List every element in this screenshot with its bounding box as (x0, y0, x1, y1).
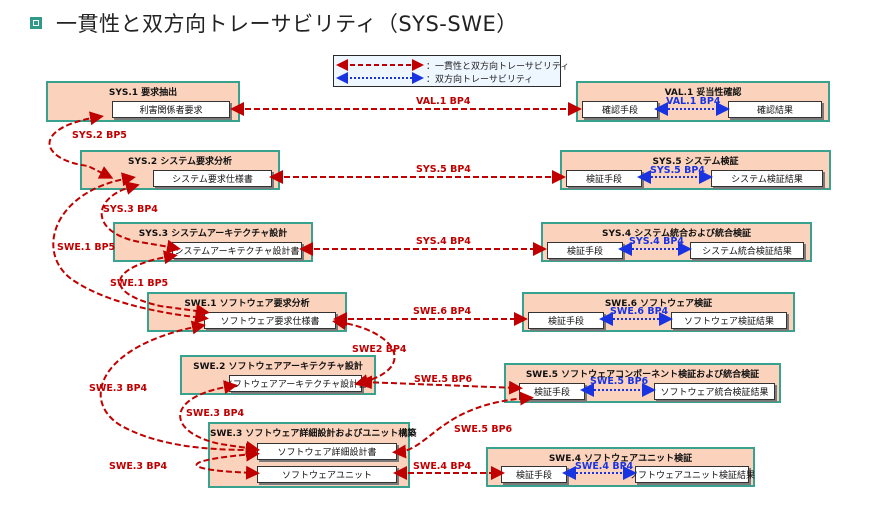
label-sys5-bp4: SYS.5 BP4 (416, 164, 471, 175)
label-sys4-bp4: SYS.4 BP4 (416, 236, 471, 247)
sys4-title: SYS.4 システム統合および統合検証 (601, 229, 752, 239)
label-val1-bp4: VAL.1 BP4 (416, 96, 471, 107)
link-swe3-bp4-c (195, 447, 260, 480)
link-swe2-bp4 (332, 316, 396, 388)
val1-result[interactable]: 確認結果 (728, 101, 822, 118)
sys5-method[interactable]: 検証手段 (566, 170, 642, 187)
label-sys3-bp4: SYS.3 BP4 (103, 204, 158, 215)
label-swe1-bp5-a: SWE.1 BP5 (57, 242, 116, 253)
val1-title: VAL.1 妥当性確認 (664, 88, 742, 98)
sys2-title: SYS.2 システム要求分析 (127, 157, 233, 167)
link-sys2-bp5 (48, 111, 114, 179)
sys1-title: SYS.1 要求抽出 (108, 88, 178, 98)
legend-consistency: ：一貫性と双方向トレーサビリティ (426, 62, 570, 72)
legend-bidirectional: ：双方向トレーサビリティ (426, 75, 534, 85)
link-swe5 (358, 375, 523, 395)
blue-label-swe4: SWE.4 BP4 (575, 461, 634, 472)
label-swe5-bp6-lower: SWE.5 BP6 (454, 424, 513, 435)
sys5-title: SYS.5 システム検証 (652, 157, 739, 167)
swe6-title: SWE.6 ソフトウェア検証 (604, 299, 713, 309)
label-swe4-bp4: SWE.4 BP4 (413, 461, 472, 472)
blue-label-swe6: SWE.6 BP4 (610, 306, 669, 317)
title-row: 一貫性と双方向トレーサビリティ（SYS-SWE） (30, 8, 518, 38)
link-swe1-bp5-a (52, 172, 209, 325)
page-title: 一貫性と双方向トレーサビリティ（SYS-SWE） (56, 12, 518, 36)
legend: ：一貫性と双方向トレーサビリティ ：双方向トレーサビリティ (333, 55, 569, 87)
label-sys2-bp5: SYS.2 BP5 (72, 130, 127, 141)
label-swe3-bp4-c: SWE.3 BP4 (109, 461, 168, 472)
swe5-title: SWE.5 ソフトウェアコンポーネント検証および統合検証 (525, 370, 760, 380)
label-swe5-bp6: SWE.5 BP6 (414, 374, 473, 385)
swe3-title: SWE.3 ソフトウェア詳細設計およびユニット構築 (210, 429, 417, 439)
sys5-box: SYS.5 システム検証 検証手段 システム検証結果 (560, 150, 831, 190)
label-swe2-bp4: SWE2 BP4 (352, 344, 407, 355)
link-swe5-bp6 (392, 391, 534, 459)
link-swe3-bp4-b (179, 380, 260, 455)
sys1-product[interactable]: 利害関係者要求 (112, 101, 230, 118)
link-swe3-bp4-a (99, 320, 260, 457)
blue-label-sys5: SYS.5 BP4 (650, 165, 705, 176)
val1-box: VAL.1 妥当性確認 確認手段 確認結果 (576, 81, 830, 122)
label-swe3-bp4-a: SWE.3 BP4 (89, 383, 148, 394)
swe1-title: SWE.1 ソフトウェア要求分析 (184, 299, 310, 309)
blue-label-val1: VAL.1 BP4 (666, 96, 721, 107)
label-swe3-bp4-b: SWE.3 BP4 (186, 408, 245, 419)
blue-label-sys4: SYS.4 BP4 (629, 236, 684, 247)
sys3-title: SYS.3 システムアーキテクチャ設計 (138, 229, 288, 239)
swe2-title: SWE.2 ソフトウェアアーキテクチャ設計 (193, 362, 363, 372)
link-swe1-bp5-b (118, 250, 210, 318)
link-sys3-bp4 (100, 181, 181, 254)
label-swe6-bp4: SWE.6 BP4 (413, 306, 472, 317)
blue-label-swe5: SWE.5 BP6 (590, 376, 649, 387)
bullet-icon (30, 17, 42, 29)
sys4-result[interactable]: システム統合検証結果 (690, 242, 804, 259)
legend-arrows (336, 59, 424, 84)
label-swe1-bp5-b: SWE.1 BP5 (110, 278, 169, 289)
sys5-result[interactable]: システム検証結果 (711, 170, 823, 187)
swe4-title: SWE.4 ソフトウェアユニット検証 (548, 454, 693, 464)
sys1-box: SYS.1 要求抽出 利害関係者要求 (46, 81, 240, 122)
